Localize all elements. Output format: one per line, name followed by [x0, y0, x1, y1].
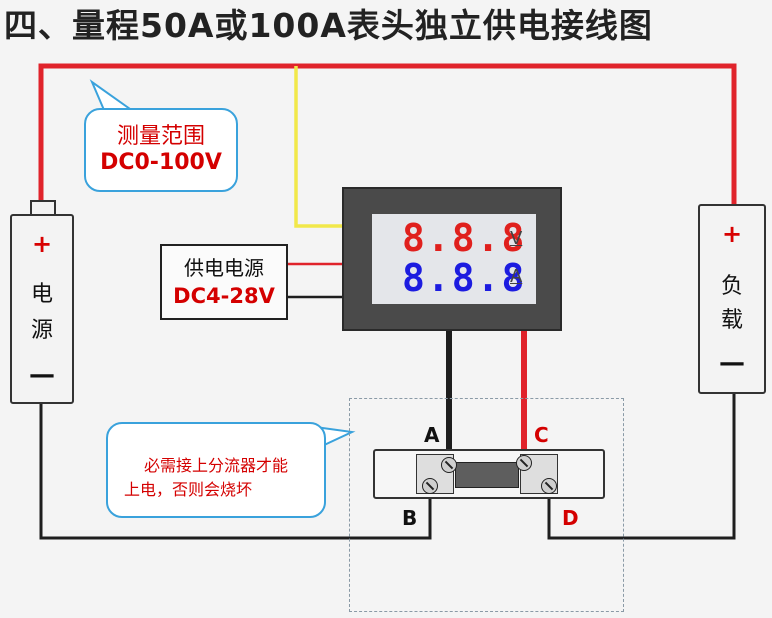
- load-label-2: 载: [720, 308, 743, 333]
- screw-a-icon: [441, 457, 457, 473]
- load-label-1: 负: [720, 274, 743, 299]
- voltage-unit: V: [510, 228, 523, 249]
- battery-minus: —: [29, 360, 55, 390]
- battery: + 电 源 —: [10, 214, 74, 404]
- black-wire-d: [547, 394, 736, 540]
- power-supply-label: 供电电源: [184, 256, 264, 280]
- warning-line-2: 上电，否则会烧坏: [124, 480, 253, 499]
- power-supply-voltage: DC4-28V: [173, 284, 275, 308]
- black-wire-b: [39, 404, 432, 540]
- battery-label-2: 源: [30, 318, 53, 343]
- bubble1-tail: [89, 79, 133, 112]
- load-minus: —: [719, 348, 745, 378]
- terminal-d-label: D: [562, 506, 579, 530]
- terminal-c-label: C: [534, 423, 549, 447]
- warning-bubble: [106, 422, 326, 518]
- battery-label-1: 电: [30, 282, 53, 307]
- shunt-region: [349, 398, 624, 612]
- yellow-wire: [294, 66, 342, 228]
- measure-range-bubble: [84, 108, 238, 192]
- measure-range-label: 测量范围: [116, 124, 205, 149]
- measure-range-value: DC0-100V: [100, 150, 222, 175]
- power-supply-box: 供电电源 DC4-28V: [160, 244, 288, 320]
- screw-d-icon: [541, 478, 557, 494]
- load: + 负 载 —: [698, 204, 766, 394]
- red-wire-top: [38, 63, 737, 205]
- current-unit: A: [510, 266, 523, 287]
- voltage-digits: 8.8.8: [402, 216, 527, 260]
- diagram-title: 四、量程50A或100A表头独立供电接线图: [4, 6, 653, 45]
- shunt-resistor: [455, 462, 519, 488]
- screw-b-icon: [422, 478, 438, 494]
- warning-line-1: 必需接上分流器才能: [143, 456, 288, 475]
- terminal-a-label: A: [424, 423, 440, 447]
- terminal-b-label: B: [402, 506, 418, 530]
- screw-c-icon: [516, 455, 532, 471]
- load-plus: +: [721, 220, 743, 248]
- meter-display: 8.8.8 V 8.8.8 A: [372, 214, 536, 304]
- current-digits: 8.8.8: [402, 256, 527, 300]
- battery-plus: +: [31, 230, 53, 258]
